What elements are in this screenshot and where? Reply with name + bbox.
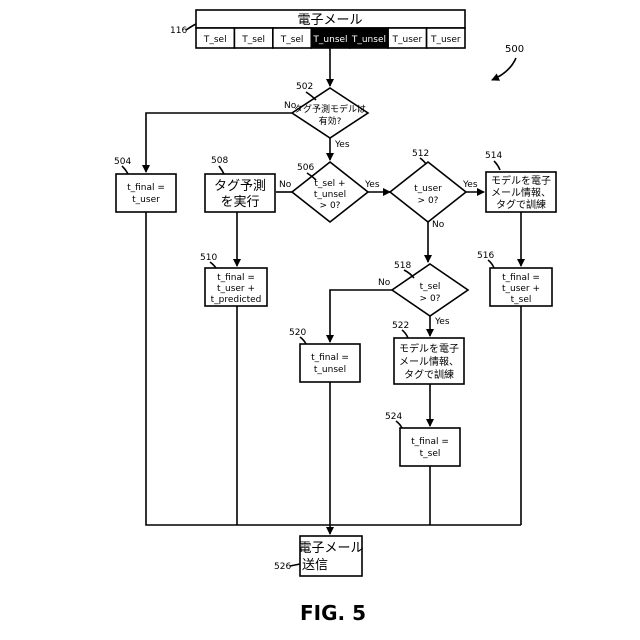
box-524-ref: 524 (385, 412, 402, 422)
box-514: モデルを電子 メール情報、 タグで訓練 514 (485, 151, 556, 212)
tag-cell-label: T_user (392, 35, 423, 45)
box-524: t_final = t_sel 524 (385, 412, 460, 466)
figure-caption: FIG. 5 (300, 601, 366, 625)
decision-502-ref: 502 (296, 82, 313, 92)
box-516-line-3: t_sel (511, 295, 532, 305)
box-516-line-1: t_final = (502, 273, 540, 283)
box-504: t_final = t_user 504 (114, 157, 176, 212)
decision-518-line-2: > 0? (420, 294, 441, 304)
box-520: t_final = t_unsel 520 (289, 328, 360, 382)
box-504-line-2: t_user (132, 195, 160, 205)
decision-518-ref: 518 (394, 261, 411, 271)
box-504-line-1: t_final = (127, 183, 165, 193)
box-524-line-2: t_sel (420, 449, 441, 459)
decision-502-line-2: 有効? (319, 115, 342, 127)
box-522-line-3: タグで訓練 (404, 368, 454, 381)
tag-cell-label: T_sel (280, 35, 304, 45)
tag-row: T_sel T_sel T_sel T_unsel T_unsel T_user T_use… (196, 28, 465, 48)
tag-cell-label: T_sel (203, 35, 227, 45)
box-514-line-2: メール情報、 (491, 186, 551, 199)
box-516-line-2: t_user + (502, 284, 540, 294)
box-522-line-1: モデルを電子 (399, 342, 459, 355)
tag-cell: T_sel (234, 28, 272, 48)
box-526-line-2: 送信 (302, 558, 328, 573)
box-526-line-1: 電子メール (298, 541, 363, 556)
box-504-ref: 504 (114, 157, 131, 167)
box-508: タグ予測 を実行 508 (205, 156, 275, 212)
decision-506-line-2: t_unsel (314, 190, 346, 200)
decision-502-line-1: タグ予測モデルは (294, 103, 366, 115)
tag-cell-label: T_user (430, 35, 461, 45)
box-522-ref: 522 (392, 321, 409, 331)
edge-label-512-no: No (432, 220, 445, 230)
box-508-ref: 508 (211, 156, 228, 166)
decision-502: タグ予測モデルは 有効? 502 (292, 82, 368, 138)
box-510-line-1: t_final = (217, 273, 255, 283)
decision-506-line-3: > 0? (320, 201, 341, 211)
edge-label-502-yes: Yes (334, 140, 350, 150)
tag-cell: T_sel (196, 28, 234, 48)
box-520-line-1: t_final = (311, 353, 349, 363)
decision-512: t_user > 0? 512 (390, 149, 466, 222)
box-524-line-1: t_final = (411, 437, 449, 447)
tag-cell: T_unsel (311, 28, 349, 48)
decision-506-line-1: t_sel + (314, 179, 345, 189)
email-header: 116 電子メール T_selT_selT_selT_unselT_unselT… (170, 10, 465, 48)
decision-512-line-1: t_user (414, 184, 442, 194)
box-516: t_final = t_user + t_sel 516 (477, 251, 552, 306)
box-510: t_final = t_user + t_predicted 510 (200, 253, 267, 306)
box-520-line-2: t_unsel (314, 365, 346, 375)
email-header-ref: 116 (170, 26, 187, 36)
box-510-line-3: t_predicted (211, 295, 262, 305)
decision-512-line-2: > 0? (418, 196, 439, 206)
box-514-line-3: タグで訓練 (496, 198, 546, 211)
tag-cell: T_unsel (350, 28, 388, 48)
edge-label-512-yes: Yes (462, 180, 478, 190)
box-526: 電子メール 送信 526 (274, 536, 364, 576)
box-510-line-2: t_user + (217, 284, 255, 294)
figure-ref: 500 (505, 44, 524, 55)
box-520-ref: 520 (289, 328, 306, 338)
tag-cell-label: T_unsel (351, 35, 386, 45)
box-510-ref: 510 (200, 253, 217, 263)
tag-cell-label: T_unsel (312, 35, 347, 45)
tag-cell: T_sel (273, 28, 311, 48)
edge-label-506-yes: Yes (364, 180, 380, 190)
box-522-line-2: メール情報、 (399, 355, 459, 368)
decision-506: t_sel + t_unsel > 0? 506 (292, 162, 368, 222)
box-516-ref: 516 (477, 251, 494, 261)
decision-518-line-1: t_sel (420, 282, 441, 292)
email-header-title: 電子メール (297, 13, 362, 28)
box-522: モデルを電子 メール情報、 タグで訓練 522 (392, 321, 464, 384)
box-514-line-1: モデルを電子 (491, 174, 551, 187)
tag-cell: T_user (427, 28, 465, 48)
decision-506-ref: 506 (297, 163, 314, 173)
edge-label-518-no: No (378, 278, 391, 288)
decision-518: t_sel > 0? 518 (392, 261, 468, 316)
edge-label-518-yes: Yes (434, 317, 450, 327)
tag-cell-label: T_sel (241, 35, 265, 45)
box-508-line-2: を実行 (220, 194, 259, 210)
box-508-line-1: タグ予測 (214, 179, 266, 194)
box-514-ref: 514 (485, 151, 502, 161)
tag-cell: T_user (388, 28, 426, 48)
box-526-ref: 526 (274, 562, 291, 572)
edge-label-506-no: No (279, 180, 292, 190)
